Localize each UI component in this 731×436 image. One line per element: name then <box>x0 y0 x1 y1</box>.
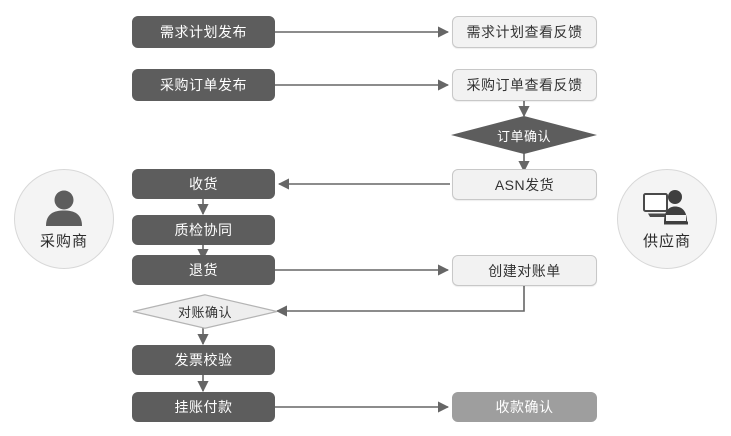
node-demand-plan-publish[interactable]: 需求计划发布 <box>132 16 275 48</box>
node-label: ASN发货 <box>494 176 555 193</box>
node-label: 订单确认 <box>496 128 551 144</box>
diamond-shape <box>451 116 597 154</box>
node-label: 采购订单发布 <box>160 77 247 93</box>
node-asn-shipment[interactable]: ASN发货 <box>452 169 597 200</box>
node-create-statement[interactable]: 创建对账单 <box>452 255 597 286</box>
diamond-shape <box>132 294 278 329</box>
node-purchase-order-publish[interactable]: 采购订单发布 <box>132 69 275 101</box>
node-label: 发票校验 <box>174 352 233 368</box>
node-invoice-verification[interactable]: 发票校验 <box>132 345 275 375</box>
node-return-goods[interactable]: 退货 <box>132 255 275 285</box>
node-label: 需求计划发布 <box>160 24 247 40</box>
edge-n10-n11 <box>275 286 525 317</box>
node-label: 创建对账单 <box>488 262 561 279</box>
person-at-computer-icon <box>642 188 692 228</box>
node-receive-goods[interactable]: 收货 <box>132 169 275 199</box>
node-demand-plan-view-feedback[interactable]: 需求计划查看反馈 <box>452 16 597 48</box>
node-label: 质检协同 <box>174 222 233 238</box>
node-label: 需求计划查看反馈 <box>466 24 583 40</box>
node-label: 采购订单查看反馈 <box>466 77 583 93</box>
actor-supplier[interactable]: 供应商 <box>617 169 717 269</box>
node-quality-inspection[interactable]: 质检协同 <box>132 215 275 245</box>
node-label: 对账确认 <box>177 305 232 320</box>
node-label: 收货 <box>189 176 218 192</box>
node-statement-confirm-decision[interactable]: 对账确认 <box>132 294 278 329</box>
actor-buyer-label: 采购商 <box>39 232 88 250</box>
node-label: 收款确认 <box>495 399 554 415</box>
node-label: 退货 <box>189 262 218 278</box>
node-order-confirm-decision[interactable]: 订单确认 <box>451 116 597 154</box>
node-payment-posting[interactable]: 挂账付款 <box>132 392 275 422</box>
node-purchase-order-view-feedback[interactable]: 采购订单查看反馈 <box>452 69 597 101</box>
node-label: 挂账付款 <box>174 399 233 415</box>
node-receipt-confirm[interactable]: 收款确认 <box>452 392 597 422</box>
actor-buyer[interactable]: 采购商 <box>14 169 114 269</box>
person-icon <box>43 188 85 228</box>
actor-supplier-label: 供应商 <box>642 232 691 250</box>
